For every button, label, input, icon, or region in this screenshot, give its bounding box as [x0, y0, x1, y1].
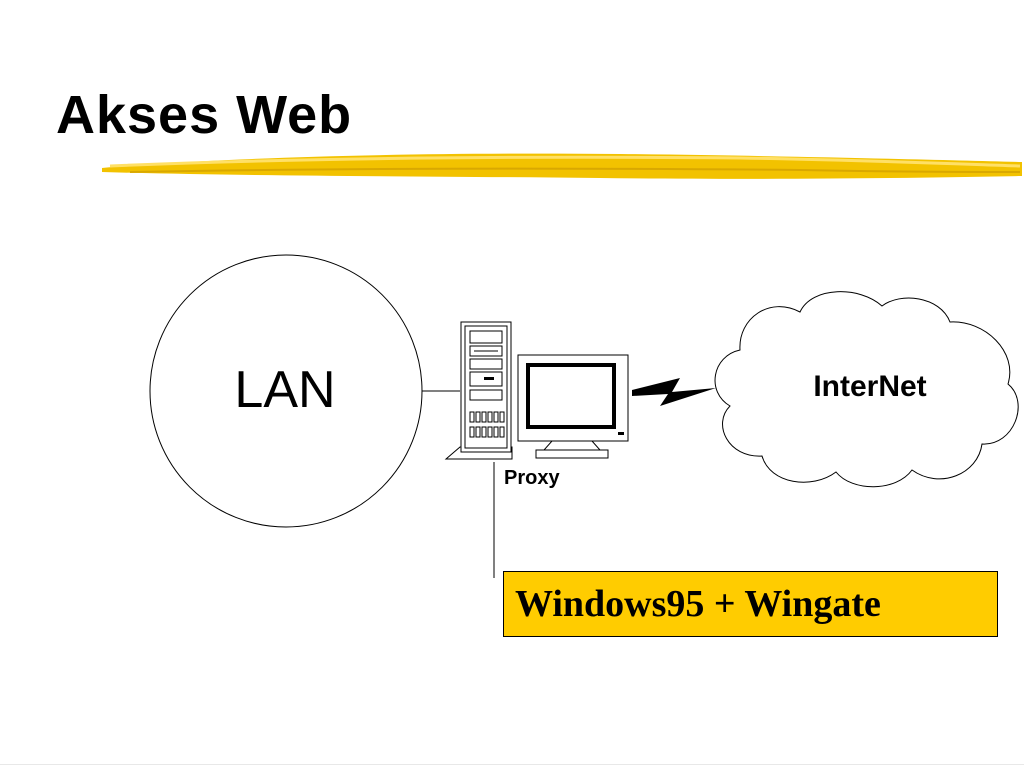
slide-title: Akses Web	[56, 85, 353, 145]
internet-label: InterNet	[813, 370, 927, 403]
lan-label: LAN	[234, 361, 336, 419]
proxy-label: Proxy	[504, 467, 560, 489]
software-box: Windows95 + Wingate	[503, 571, 998, 637]
server-tower-icon	[444, 321, 513, 460]
title-underline-brush	[102, 153, 1022, 179]
footer-divider	[0, 764, 1024, 765]
lightning-link-icon	[632, 378, 716, 406]
monitor-icon	[517, 354, 629, 459]
internet-cloud-icon	[714, 291, 1019, 488]
software-label: Windows95 + Wingate	[515, 583, 881, 625]
